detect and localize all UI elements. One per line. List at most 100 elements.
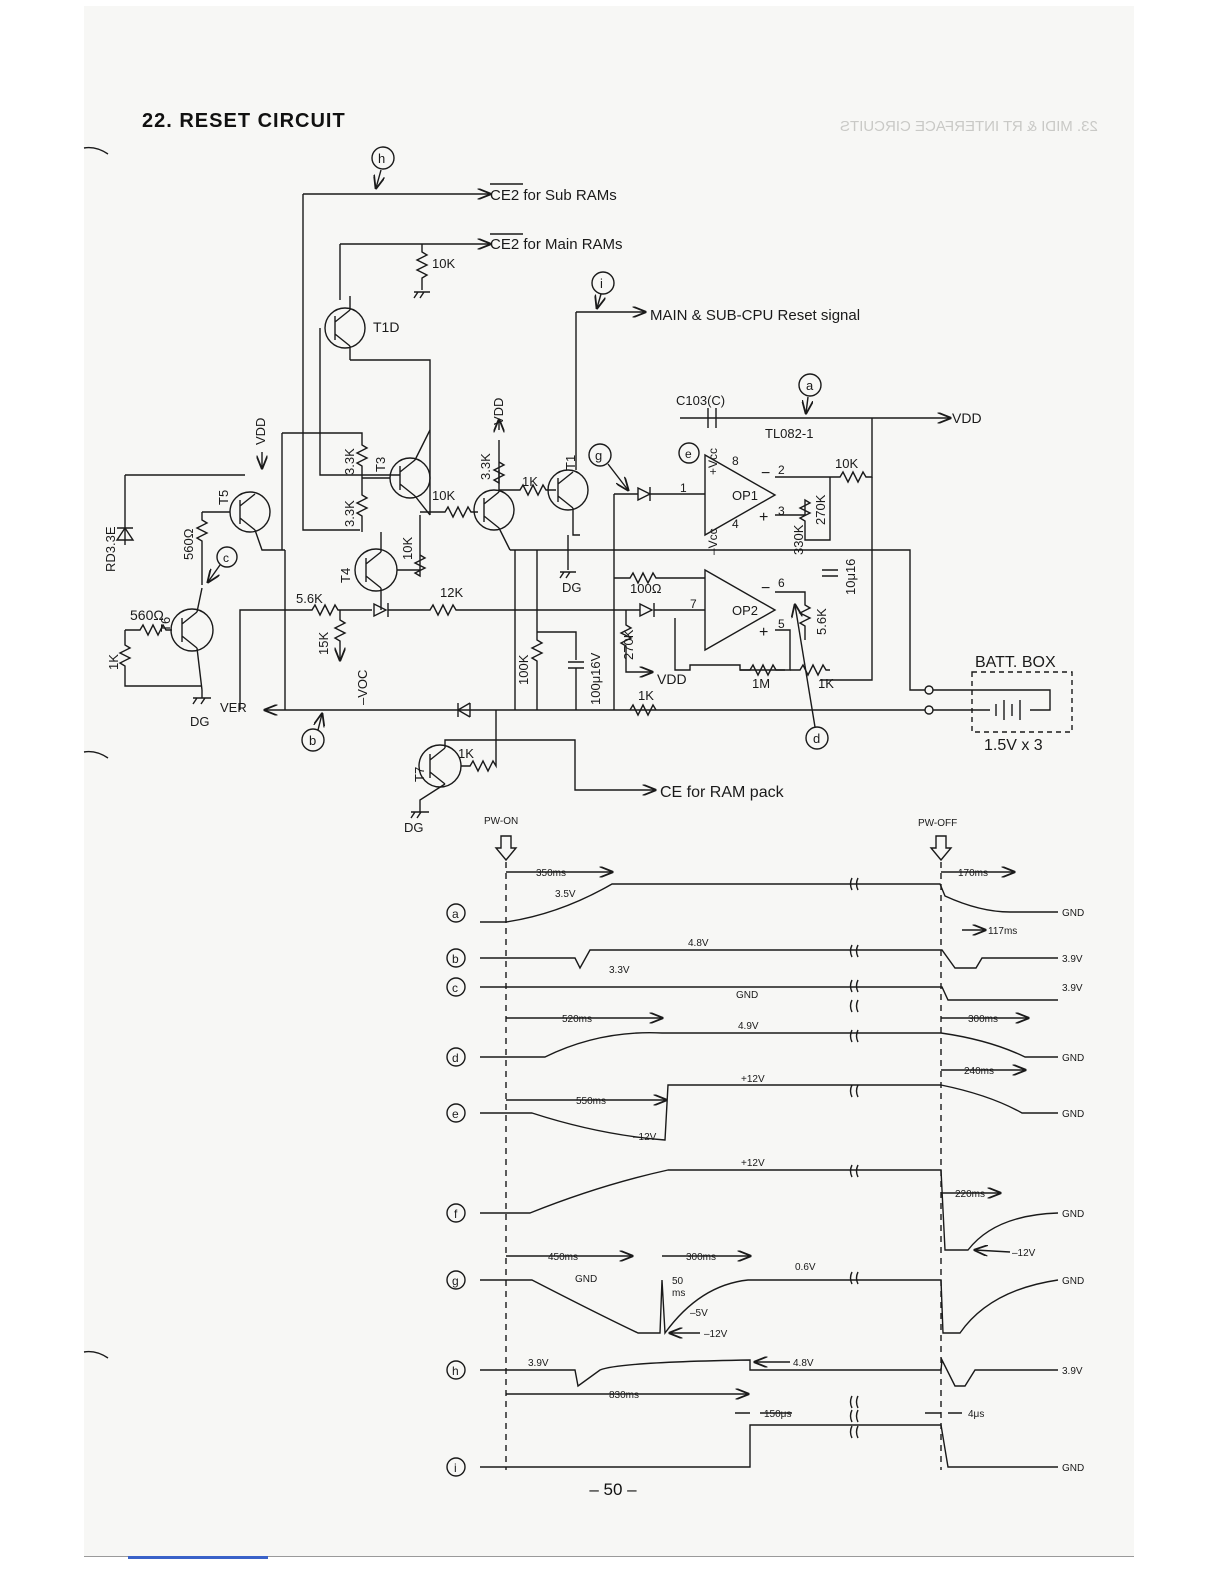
trace-d-marker <box>446 1047 466 1067</box>
label-c103: C103(C) <box>676 393 725 408</box>
op2-plus: + <box>759 624 768 641</box>
pin-5: 5 <box>778 617 785 631</box>
label-t5: T5 <box>216 490 231 505</box>
resistor-330k-270k <box>775 477 831 541</box>
probe-h <box>371 146 395 170</box>
label-t1d: T1D <box>373 319 399 335</box>
probe-e-label: e <box>685 447 692 461</box>
arrow-m12v-f <box>975 1250 1011 1252</box>
resistor-1k-t7 <box>461 710 497 773</box>
resistor-100ohm <box>614 571 705 585</box>
trace-b-letter: b <box>452 952 459 966</box>
label-pw-off: PW-OFF <box>918 818 957 829</box>
resistor-1k-b <box>790 663 830 677</box>
t2-leads <box>483 470 511 551</box>
pin-3: 3 <box>778 504 785 518</box>
probe-g-label: g <box>595 448 602 463</box>
label-r10k-fb: 10K <box>835 456 858 471</box>
punch-hole-mark <box>83 146 109 155</box>
wire-op2-fb <box>674 618 791 671</box>
resistor-5k6-b <box>775 591 812 640</box>
label-r100ohm: 100Ω <box>630 581 662 596</box>
label-r15k: 15K <box>316 632 331 655</box>
resistor-560-b <box>125 623 172 637</box>
label-batt-box: BATT. BOX <box>975 654 1056 671</box>
transistor-t2 <box>473 489 515 531</box>
probe-g <box>588 443 612 467</box>
label-r100k: 100K <box>516 654 531 685</box>
label-rd33e: RD3.3E <box>103 526 118 572</box>
wire-batt-plus <box>510 549 925 691</box>
label-3v3: 3.3V <box>609 965 630 976</box>
trace-f-letter: f <box>454 1207 458 1221</box>
trace-c-marker <box>446 977 466 997</box>
trace-f-marker <box>446 1203 466 1223</box>
waveform-i <box>480 1424 1058 1468</box>
trace-e-marker <box>446 1103 466 1123</box>
label-4v9: 4.9V <box>738 1021 759 1032</box>
capacitor-100u <box>537 631 584 710</box>
wire-t1d-emitter <box>350 359 431 420</box>
probe-i <box>591 271 615 295</box>
label-t3: T3 <box>373 457 388 472</box>
label-300ms-g: 300ms <box>686 1252 716 1263</box>
probe-c <box>216 546 238 568</box>
resistor-3k3-ladder <box>282 432 369 532</box>
label-m5v: –5V <box>690 1308 708 1319</box>
t7-leads <box>419 739 652 812</box>
resistor-1m <box>740 663 785 677</box>
label-op1: OP1 <box>732 488 758 503</box>
punch-hole-mark <box>83 1350 109 1359</box>
label-vdd-t2: VDD <box>491 398 506 425</box>
label-4us: 4μs <box>968 1409 984 1420</box>
label-r1k-t7: 1K <box>458 746 474 761</box>
label-minus-vcc: –Vcc <box>706 528 720 555</box>
label-gnd-c: GND <box>736 990 758 1001</box>
label-ce2-sub: CE2 for Sub RAMs <box>490 187 617 204</box>
waveform-c <box>480 986 1058 1001</box>
resistor-1k-batt <box>629 703 657 717</box>
label-ce2-main: CE2 for Main RAMs <box>490 236 623 253</box>
diode-ver <box>456 702 471 718</box>
arrow-pw-off <box>929 835 953 862</box>
probe-i-arrow <box>597 293 601 308</box>
label-350ms: 350ms <box>536 868 566 879</box>
label-vdd-rail: VDD <box>952 410 982 426</box>
resistor-10k-fb <box>775 418 873 484</box>
label-170ms: 170ms <box>958 868 988 879</box>
label-reset: MAIN & SUB-CPU Reset signal <box>650 307 860 324</box>
wire-ce2-sub-down <box>302 194 360 531</box>
label-m12v-e: –12V <box>633 1132 657 1143</box>
label-c10u16: 10μ16 <box>843 559 858 595</box>
probe-d-arrow <box>795 605 816 728</box>
t5-leads <box>239 493 285 551</box>
wire-ver-up <box>239 609 300 710</box>
page-sheet <box>84 6 1134 1556</box>
label-3v9-h: 3.9V <box>528 1358 549 1369</box>
resistor-15k <box>333 610 347 660</box>
right-label-b: 3.9V <box>1062 954 1083 965</box>
diode-op1 <box>614 486 705 502</box>
waveform-h <box>480 1357 1058 1388</box>
t1d-leads <box>334 296 351 360</box>
label-r5k6-b: 5.6K <box>814 608 829 635</box>
label-ver: VER <box>220 700 247 715</box>
label-r270k-b: 270K <box>813 494 828 525</box>
timing-diagram: PW-ON PW-OFF a 350ms 3.5V 170ms GND <box>446 816 1084 1477</box>
label-4v8-h: 4.8V <box>793 1358 814 1369</box>
probe-h-arrow <box>376 169 381 188</box>
resistor-560-a <box>195 512 209 585</box>
label-12v-e: +12V <box>741 1074 765 1085</box>
capacitor-c103 <box>707 408 717 428</box>
label-r1m: 1M <box>752 676 770 691</box>
label-t1: T1 <box>563 455 578 470</box>
bottom-rule <box>84 1556 1134 1557</box>
label-12v-f: +12V <box>741 1158 765 1169</box>
right-label-f: GND <box>1062 1209 1084 1220</box>
resistor-10k-t4 <box>397 515 427 578</box>
trace-i-marker <box>446 1457 466 1477</box>
resistor-12k <box>388 603 640 617</box>
zener-diode <box>115 526 135 541</box>
capacitor-10u16 <box>822 569 838 577</box>
